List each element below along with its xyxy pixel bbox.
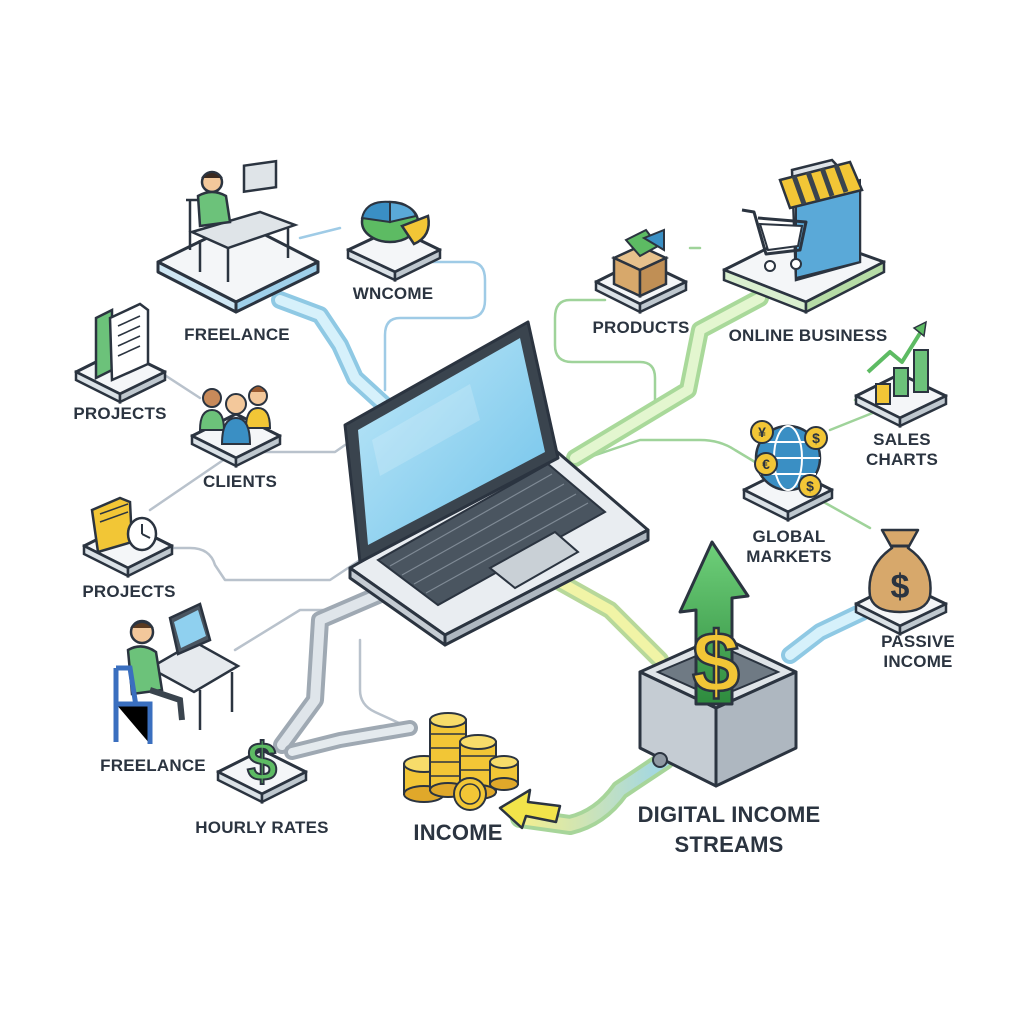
label-online-business: ONLINE BUSINESS <box>728 326 888 345</box>
line-products-laptop <box>553 298 657 412</box>
label-sales-charts-line1: SALES <box>873 430 931 449</box>
label-products: PRODUCTS <box>592 318 690 337</box>
clients-people-icon <box>190 385 282 469</box>
line-global-passive <box>818 498 872 530</box>
euro-glyph: € <box>762 456 770 472</box>
coin-stack-4 <box>489 755 519 791</box>
hourly-rates-dollar-icon: $ <box>216 731 308 805</box>
label-freelance-top: FREELANCE <box>184 325 290 344</box>
box-dollar-glyph: $ <box>692 615 740 711</box>
products-box-icon <box>594 228 688 315</box>
dollar-glyph-globe-1: $ <box>812 430 820 446</box>
label-global-markets: GLOBAL MARKETS <box>746 527 831 567</box>
label-sales-charts: SALES CHARTS <box>866 430 938 470</box>
label-clients: CLIENTS <box>202 472 278 491</box>
label-wncome: WNCOME <box>352 284 434 303</box>
yen-glyph: ¥ <box>758 424 766 440</box>
line-clients-laptop <box>148 443 347 512</box>
pipes <box>271 289 871 835</box>
bag-dollar-glyph: $ <box>891 568 910 606</box>
freelance-bottom-worker-icon <box>113 602 241 744</box>
laptop-keyboard <box>376 462 607 607</box>
label-projects-mid: PROJECTS <box>82 582 176 601</box>
label-passive-income-line2: INCOME <box>883 652 953 671</box>
trend-arrow-icon <box>866 328 924 374</box>
line-projects-mid-laptop <box>168 546 362 582</box>
global-markets-globe-icon: ¥ $ € $ <box>742 420 834 523</box>
projects-mid-folder-icon <box>82 496 174 579</box>
label-passive-income: PASSIVE INCOME <box>881 632 955 672</box>
line-freelance-wncome <box>298 226 342 240</box>
income-box-icon: $ <box>638 540 798 788</box>
label-projects-top: PROJECTS <box>73 404 167 423</box>
line-global-laptop <box>573 438 762 467</box>
line-projects-clients <box>158 370 202 400</box>
coin-front <box>453 777 487 811</box>
arrow-to-income-icon <box>498 788 562 830</box>
line-sales-global <box>828 408 882 432</box>
projects-top-doc-icon <box>74 302 167 405</box>
label-sales-charts-line2: CHARTS <box>865 450 939 469</box>
label-hourly-rates: HOURLY RATES <box>195 818 329 837</box>
online-business-shop-icon <box>722 158 886 315</box>
sales-charts-icon <box>854 320 948 429</box>
label-digital-income-line2: STREAMS <box>674 832 784 857</box>
label-passive-income-line1: PASSIVE <box>881 632 955 651</box>
connector-lines <box>148 226 882 730</box>
laptop-screen <box>358 338 545 545</box>
label-freelance-bottom: FREELANCE <box>100 756 206 775</box>
hourly-dollar-glyph: $ <box>247 732 277 792</box>
shopping-cart-icon <box>741 208 808 256</box>
wncome-pie-icon <box>346 200 442 283</box>
growth-arrow-icon <box>678 540 750 706</box>
freelance-top-icon <box>156 159 320 314</box>
label-digital-income-line1: DIGITAL INCOME <box>637 802 821 827</box>
label-global-markets-line2: MARKETS <box>746 547 832 566</box>
label-global-markets-line1: GLOBAL <box>752 527 826 546</box>
laptop <box>343 320 650 647</box>
label-digital-income-streams: DIGITAL INCOME STREAMS <box>638 800 821 860</box>
line-income-coins <box>358 638 412 730</box>
passive-income-bag-icon: $ <box>854 528 948 637</box>
laptop-trackpad <box>488 530 580 590</box>
line-wncome-laptop <box>383 260 487 392</box>
dollar-glyph-globe-2: $ <box>806 478 814 494</box>
label-income: INCOME <box>413 820 503 845</box>
coins-stack-icon <box>403 712 519 811</box>
